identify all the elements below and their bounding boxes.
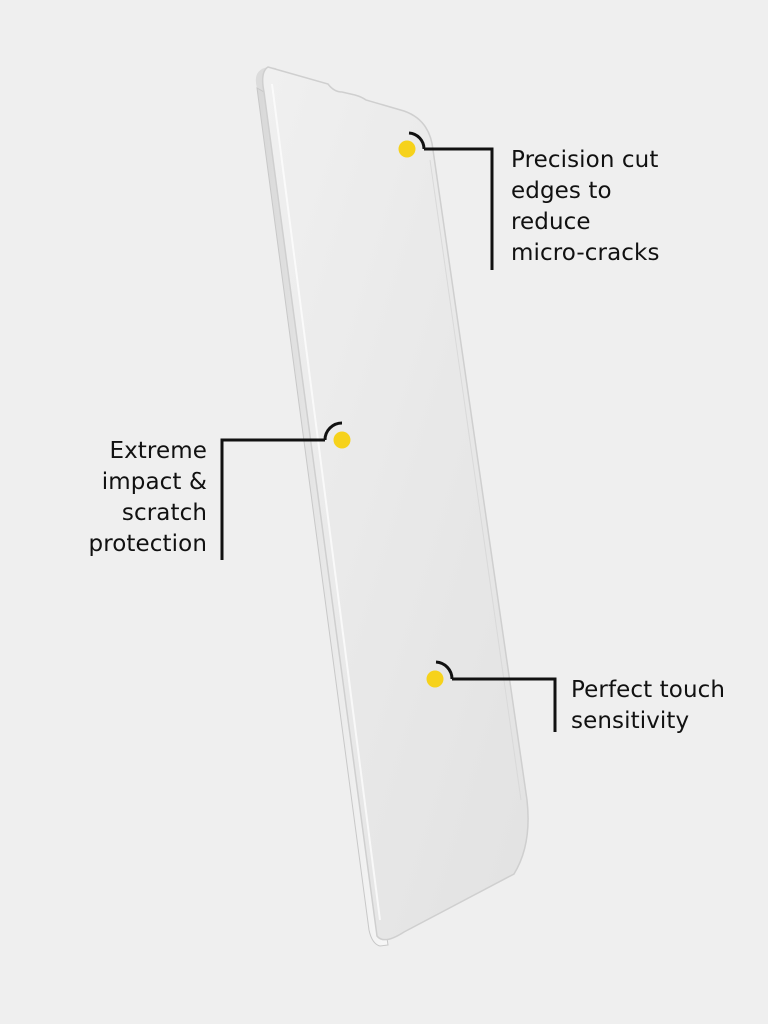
callout-label-middle-line: scratch [121, 500, 207, 526]
callout-label-middle-line: Extreme [109, 438, 207, 464]
callout-label-bottom: Perfect touch sensitivity [571, 675, 725, 737]
glass-panel [255, 66, 529, 947]
callout-label-top-line: reduce [511, 209, 591, 235]
callout-label-middle: Extreme impact & scratch protection [60, 436, 207, 560]
callout-dot-middle [333, 431, 351, 449]
callout-label-middle-line: protection [88, 531, 207, 557]
callout-connector-bottom [426, 660, 557, 732]
callout-dot-bottom [426, 670, 444, 688]
callout-label-bottom-line: Perfect touch [571, 677, 726, 703]
callout-label-top-line: edges to [511, 178, 612, 204]
callout-label-bottom-line: sensitivity [571, 708, 690, 734]
callout-connector-top [398, 131, 494, 270]
callout-dot-top [398, 140, 416, 158]
callout-label-top: Precision cut edges to reduce micro-crac… [511, 145, 660, 269]
callout-label-top-line: Precision cut [511, 147, 659, 173]
callout-label-middle-line: impact & [101, 469, 207, 495]
callout-connector-middle [220, 421, 351, 560]
callout-label-top-line: micro-cracks [511, 240, 660, 266]
